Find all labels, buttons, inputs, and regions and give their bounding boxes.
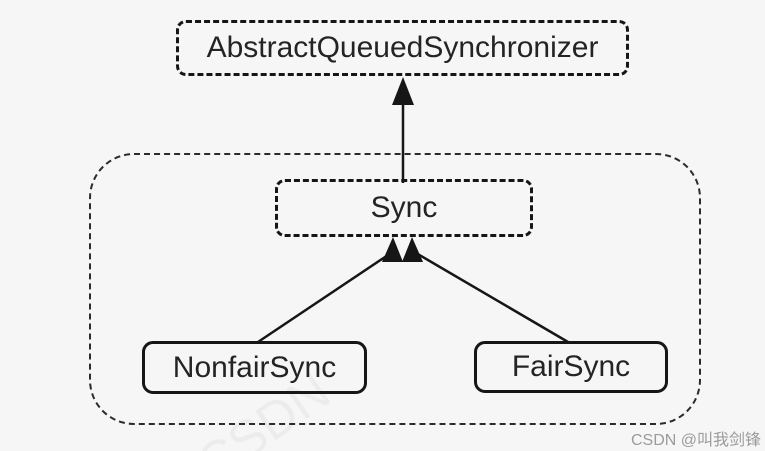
- class-node-label: AbstractQueuedSynchronizer: [206, 31, 599, 64]
- class-node-fairsync: FairSync: [474, 341, 668, 393]
- arrowhead-sync-to-aqs: [392, 77, 414, 105]
- sync-group-container: [89, 153, 701, 425]
- class-node-sync: Sync: [275, 179, 533, 237]
- csdn-watermark: CSDN @叫我剑锋: [630, 432, 761, 449]
- class-node-label: FairSync: [511, 350, 631, 383]
- class-node-label: NonfairSync: [172, 350, 337, 384]
- class-node-abstractqueuedsynchronizer: AbstractQueuedSynchronizer: [176, 20, 629, 76]
- class-node-nonfairsync: NonfairSync: [142, 341, 367, 394]
- class-node-label: Sync: [370, 191, 438, 224]
